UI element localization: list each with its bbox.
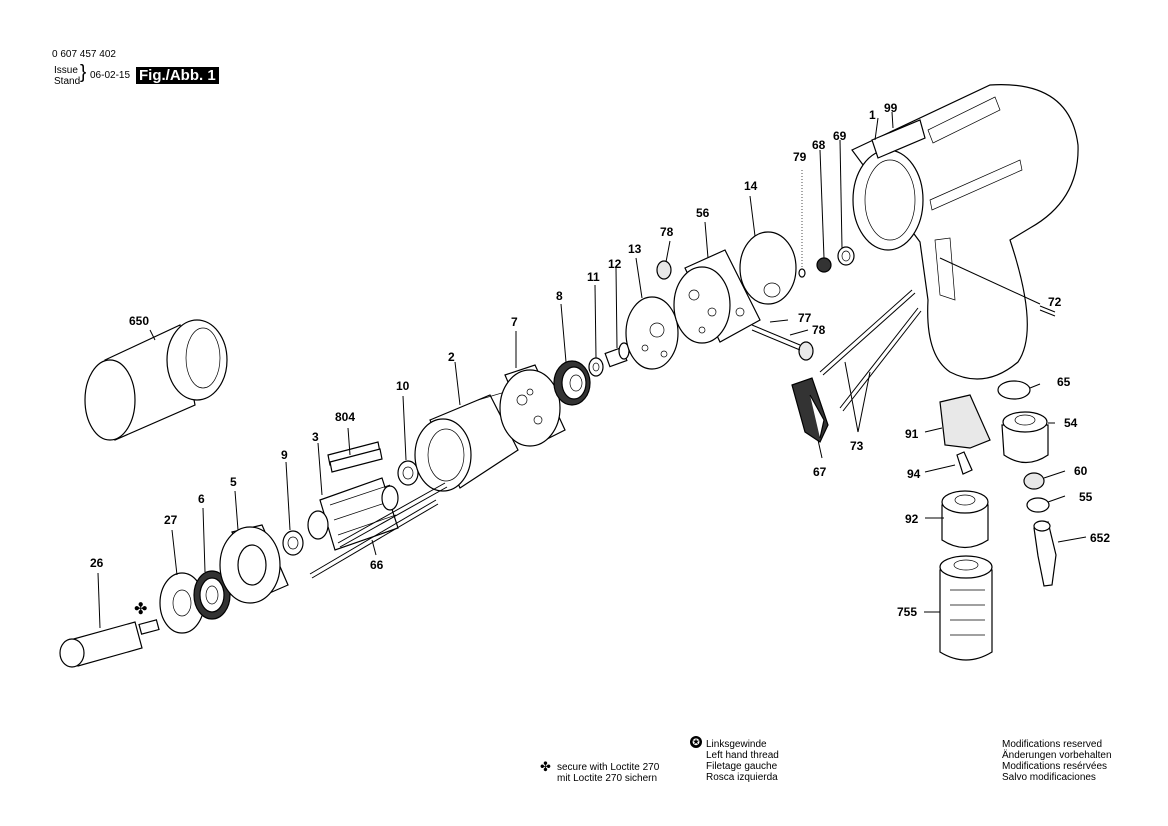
part-56-block <box>673 249 761 344</box>
part-54-fitting <box>1001 411 1049 464</box>
figure-badge: Fig./Abb. 1 <box>136 67 219 84</box>
loctite-symbol-diagram: ✤ <box>134 599 147 618</box>
callout-labels: 1 99 69 68 79 14 56 78 13 12 11 8 7 77 7… <box>90 101 1110 619</box>
part-652-nipple <box>1033 520 1057 587</box>
part-66-rods <box>309 482 448 579</box>
modifications-fr: Modifications resérvées <box>1002 761 1108 772</box>
part-60-screen <box>1023 472 1045 490</box>
callout-3: 3 <box>312 430 319 444</box>
part-55-oring <box>1026 497 1050 513</box>
leader-lines <box>97 111 1087 629</box>
issue-date: 06-02-15 <box>90 70 131 81</box>
callout-652: 652 <box>1090 531 1110 545</box>
callout-79: 79 <box>793 150 807 164</box>
callout-54: 54 <box>1064 416 1078 430</box>
part-10-ring <box>397 460 419 486</box>
part-68-ball <box>816 257 832 273</box>
callout-99: 99 <box>884 101 898 115</box>
issue-label: Issue <box>54 65 78 76</box>
left-hand-thread-icon: ✪ <box>690 736 702 748</box>
callout-92: 92 <box>905 512 919 526</box>
callout-12: 12 <box>608 257 622 271</box>
loctite-icon: ✤ <box>540 759 551 774</box>
part-67-trigger <box>791 377 829 443</box>
part-92-adapter <box>941 490 989 549</box>
part-73-rods <box>819 289 922 412</box>
callout-650: 650 <box>129 314 149 328</box>
part-26-spindle <box>59 619 160 668</box>
part-65-oring <box>997 380 1031 400</box>
part-6-bearing <box>193 570 231 620</box>
callout-5: 5 <box>230 475 237 489</box>
part-13-plate <box>625 296 679 370</box>
callout-72: 72 <box>1048 295 1062 309</box>
callout-77: 77 <box>798 311 812 325</box>
part-91-filter <box>939 394 991 449</box>
lh-thread-de: Linksgewinde <box>706 739 767 750</box>
callout-26: 26 <box>90 556 104 570</box>
callout-6: 6 <box>198 492 205 506</box>
lh-thread-fr: Filetage gauche <box>706 761 778 772</box>
callout-91: 91 <box>905 427 919 441</box>
callout-55: 55 <box>1079 490 1093 504</box>
part-79-ring <box>798 170 806 278</box>
part-14-disc <box>739 231 797 305</box>
part-2-cylinder <box>414 391 523 492</box>
part-72-pin <box>1039 305 1056 317</box>
callout-56: 56 <box>696 206 710 220</box>
part-9-ring <box>282 530 304 556</box>
callout-804: 804 <box>335 410 355 424</box>
callout-94: 94 <box>907 467 921 481</box>
callout-60: 60 <box>1074 464 1088 478</box>
callout-14: 14 <box>744 179 758 193</box>
callout-7: 7 <box>511 315 518 329</box>
part-94-clip <box>956 451 973 475</box>
stand-label: Stand <box>54 76 81 87</box>
part-11-ring <box>588 357 604 377</box>
callout-9: 9 <box>281 448 288 462</box>
callout-65: 65 <box>1057 375 1071 389</box>
callout-66: 66 <box>370 558 384 572</box>
part-number: 0 607 457 402 <box>52 49 116 60</box>
part-1-housing <box>851 84 1079 380</box>
part-804-vanes <box>327 441 383 473</box>
part-78-plug-upper <box>656 260 672 280</box>
callout-13: 13 <box>628 242 642 256</box>
callout-755: 755 <box>897 605 917 619</box>
brace-glyph: } <box>80 62 87 83</box>
part-8-bearing <box>553 360 591 406</box>
callout-78-bottom: 78 <box>812 323 826 337</box>
part-7-endplate <box>499 364 566 447</box>
part-69-valve <box>837 246 855 266</box>
callout-27: 27 <box>164 513 178 527</box>
part-12-screw <box>604 342 630 368</box>
loctite-note-de: mit Loctite 270 sichern <box>557 773 658 784</box>
modifications-en: Modifications reserved <box>1002 739 1103 750</box>
part-78-plug-lower <box>798 341 814 361</box>
callout-10: 10 <box>396 379 410 393</box>
callout-68: 68 <box>812 138 826 152</box>
callout-8: 8 <box>556 289 563 303</box>
callout-2: 2 <box>448 350 455 364</box>
callout-69: 69 <box>833 129 847 143</box>
loctite-note-en: secure with Loctite 270 <box>557 762 660 773</box>
callout-1: 1 <box>869 108 876 122</box>
callout-11: 11 <box>587 270 600 284</box>
callout-67: 67 <box>813 465 827 479</box>
part-650-sleeve <box>84 319 228 441</box>
callout-78-top: 78 <box>660 225 674 239</box>
svg-text:✤: ✤ <box>134 599 147 618</box>
lh-thread-es: Rosca izquierda <box>706 772 778 783</box>
modifications-de: Änderungen vorbehalten <box>1002 750 1112 761</box>
part-5-endplate <box>219 524 289 604</box>
lh-thread-en: Left hand thread <box>706 750 779 761</box>
part-755-silencer <box>939 555 993 661</box>
callout-73: 73 <box>850 439 864 453</box>
part-77-pin <box>751 324 801 351</box>
modifications-es: Salvo modificaciones <box>1002 772 1096 783</box>
